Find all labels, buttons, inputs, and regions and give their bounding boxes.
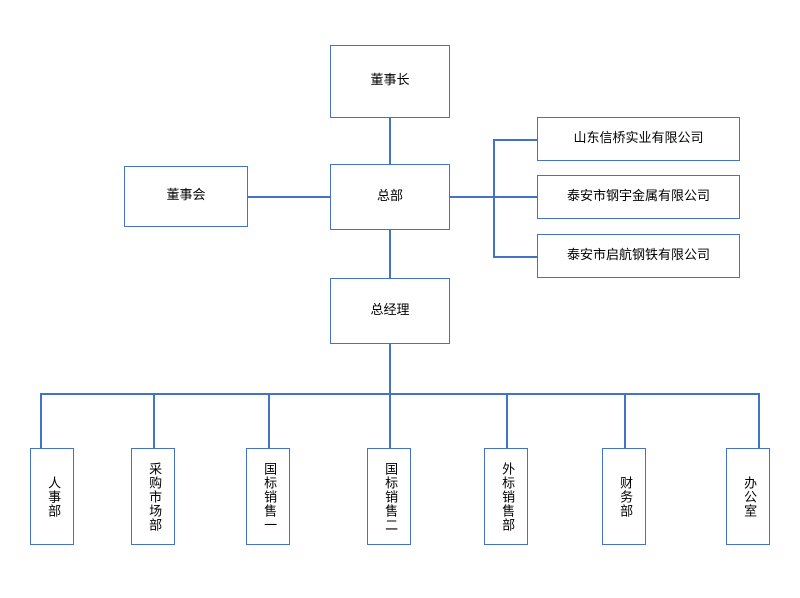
connector-department-bus <box>40 393 760 395</box>
connector-subsidiary-3 <box>493 256 537 258</box>
connector-subsidiary-1 <box>493 139 537 141</box>
node-department-2[interactable]: 采购市场部 <box>131 448 175 545</box>
connector-subsidiary-bus <box>493 139 495 257</box>
node-department-2-label: 采购市场部 <box>146 461 162 532</box>
connector-department-7 <box>758 393 760 448</box>
node-headquarters[interactable]: 总部 <box>330 164 450 230</box>
connector-department-5 <box>506 393 508 448</box>
node-subsidiary-3[interactable]: 泰安市启航钢铁有限公司 <box>537 234 740 278</box>
node-department-1[interactable]: 人事部 <box>30 448 74 545</box>
node-subsidiary-1-label: 山东信桥实业有限公司 <box>573 130 704 146</box>
node-board-label: 董事会 <box>166 188 206 204</box>
connector-general-manager-down <box>389 344 391 394</box>
node-department-6-label: 财务部 <box>617 475 633 518</box>
node-subsidiary-3-label: 泰安市启航钢铁有限公司 <box>566 247 710 263</box>
node-department-3[interactable]: 国标销售一 <box>246 448 290 545</box>
connector-board-headquarters <box>248 196 332 198</box>
node-general-manager-label: 总经理 <box>370 302 410 318</box>
node-subsidiary-2[interactable]: 泰安市钢宇金属有限公司 <box>537 175 740 219</box>
connector-department-6 <box>624 393 626 448</box>
node-department-7-label: 办公室 <box>741 475 757 518</box>
node-chairman[interactable]: 董事长 <box>330 45 450 118</box>
node-board[interactable]: 董事会 <box>124 166 248 227</box>
connector-headquarters-subsidiary-stub <box>450 196 494 198</box>
connector-chairman-headquarters <box>389 118 391 164</box>
connector-department-4 <box>389 393 391 448</box>
node-headquarters-label: 总部 <box>376 188 403 204</box>
node-chairman-label: 董事长 <box>370 73 410 89</box>
connector-department-2 <box>153 393 155 448</box>
node-general-manager[interactable]: 总经理 <box>330 278 450 344</box>
node-department-1-label: 人事部 <box>45 475 61 518</box>
connector-department-3 <box>268 393 270 448</box>
node-department-4-label: 国标销售二 <box>382 461 398 532</box>
node-department-5-label: 外标销售部 <box>499 461 515 532</box>
node-department-4[interactable]: 国标销售二 <box>367 448 411 545</box>
connector-subsidiary-2 <box>493 196 537 198</box>
node-department-3-label: 国标销售一 <box>261 461 277 532</box>
node-department-5[interactable]: 外标销售部 <box>484 448 528 545</box>
node-subsidiary-1[interactable]: 山东信桥实业有限公司 <box>537 117 740 161</box>
node-department-7[interactable]: 办公室 <box>726 448 770 545</box>
connector-headquarters-general-manager <box>389 230 391 278</box>
connector-department-1 <box>40 393 42 448</box>
node-subsidiary-2-label: 泰安市钢宇金属有限公司 <box>566 188 710 204</box>
node-department-6[interactable]: 财务部 <box>602 448 646 545</box>
